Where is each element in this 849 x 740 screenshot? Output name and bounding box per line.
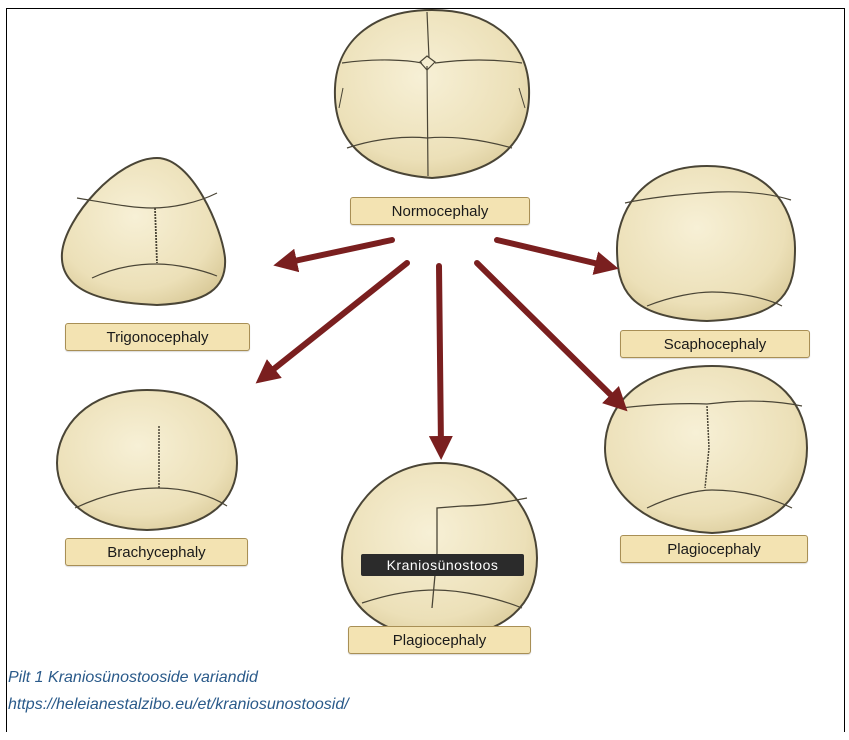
arrow-to-trigonocephaly <box>285 240 392 263</box>
label-plagiocephaly-right: Plagiocephaly <box>620 535 808 563</box>
skull-plagiocephaly-center <box>342 463 537 638</box>
caption-link[interactable]: https://heleianestalzibo.eu/et/kraniosun… <box>8 696 349 714</box>
arrow-to-plagiocephaly-right <box>477 263 619 403</box>
caption-line-1: Pilt 1 Kraniosünostooside variandid <box>8 669 258 687</box>
label-plagiocephaly-center: Plagiocephaly <box>348 626 531 654</box>
label-normocephaly: Normocephaly <box>350 197 530 225</box>
label-scaphocephaly: Scaphocephaly <box>620 330 810 358</box>
overlay-tooltip: Kraniosünostoos <box>361 554 524 576</box>
arrow-to-brachycephaly <box>265 263 407 376</box>
skull-normocephaly <box>335 10 529 178</box>
skull-trigonocephaly <box>62 158 225 305</box>
skull-scaphocephaly <box>617 166 795 321</box>
arrow-to-scaphocephaly <box>497 240 607 266</box>
label-trigonocephaly: Trigonocephaly <box>65 323 250 351</box>
arrow-to-plagiocephaly-center <box>439 266 441 448</box>
arrows <box>265 240 619 448</box>
skull-brachycephaly <box>57 390 237 530</box>
label-brachycephaly: Brachycephaly <box>65 538 248 566</box>
skull-plagiocephaly-right <box>605 366 807 533</box>
